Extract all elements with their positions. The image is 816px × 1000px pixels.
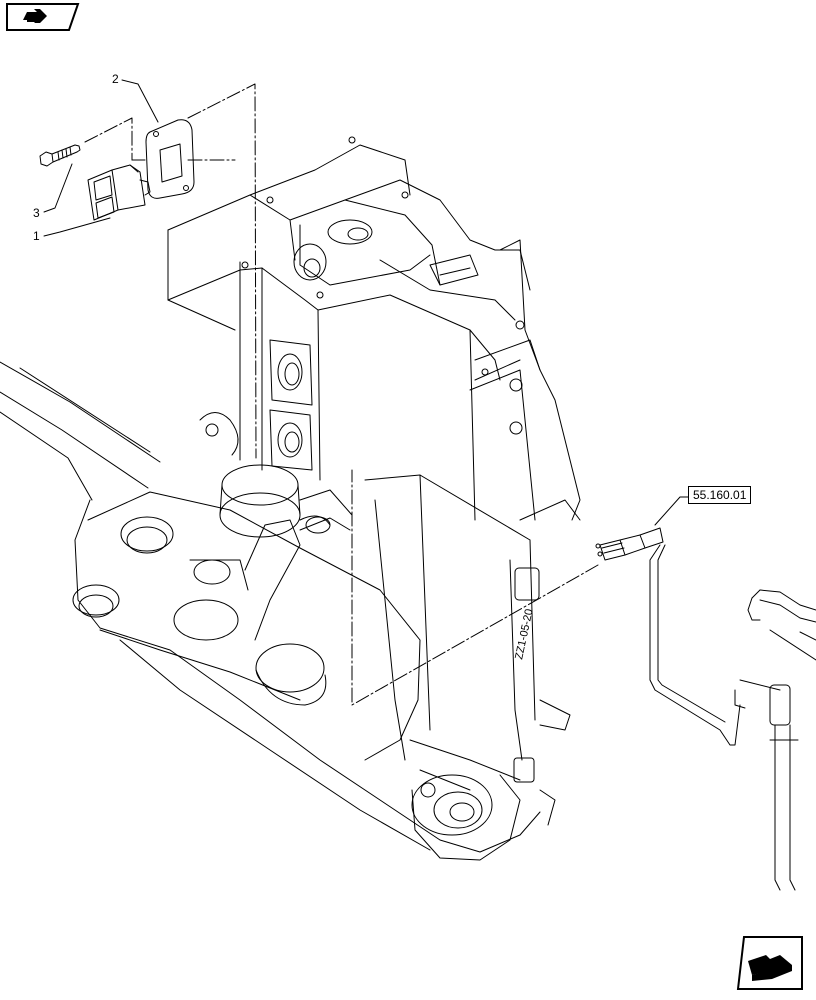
part-bolt-3: [39, 144, 81, 167]
part-plate-2: [145, 119, 195, 199]
callout-part-2: 2: [112, 72, 119, 86]
arm-bracket: [364, 474, 571, 791]
part-connector-1: [87, 164, 151, 221]
axle-beam: [0, 361, 541, 853]
lower-pivot: [411, 774, 556, 861]
next-page-icon[interactable]: [736, 935, 804, 991]
reference-label[interactable]: 55.160.01: [688, 486, 752, 504]
frame-block: [72, 491, 421, 761]
previous-page-icon[interactable]: [5, 2, 80, 32]
callout-part-1: 1: [33, 229, 40, 243]
alignment-lines: [84, 83, 599, 706]
electrical-connector: [595, 527, 664, 561]
top-cap: [241, 136, 525, 376]
hydraulic-line: [649, 544, 816, 891]
housing: [167, 144, 581, 521]
callout-part-3: 3: [33, 206, 40, 220]
hose-fittings: [199, 412, 353, 641]
leader-lines: [43, 79, 691, 526]
side-ports: [269, 339, 523, 471]
